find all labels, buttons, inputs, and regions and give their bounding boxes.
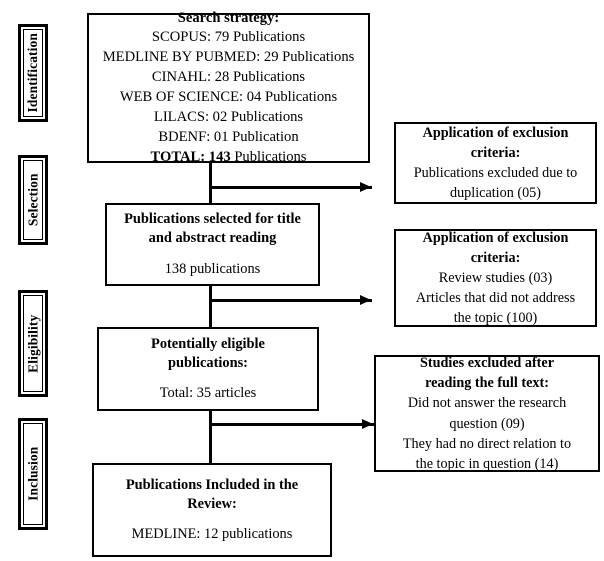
box-exclusion-fulltext: Studies excluded after reading the full … [374, 355, 600, 472]
exclusion-3-reason-1-line-2: question (09) [449, 415, 525, 432]
stage-label-identification-frame: Identification [23, 29, 43, 117]
exclusion-1-heading-line-1: Application of exclusion [422, 124, 569, 141]
search-source-cinahl: CINAHL: 28 Publications [151, 69, 306, 86]
connector-search-to-selected [209, 162, 212, 204]
search-source-lilacs: LILACS: 02 Publications [153, 108, 304, 125]
search-total-label: TOTAL: 143 [150, 148, 231, 165]
stage-label-identification: Identification [18, 24, 48, 122]
stage-label-selection-text: Selection [25, 173, 41, 227]
search-total-line: TOTAL: 143 Publications [95, 148, 362, 168]
box-exclusion-screening: Application of exclusion criteria: Revie… [394, 229, 597, 327]
exclusion-2-heading-line-1: Application of exclusion [422, 229, 569, 246]
stage-label-eligibility: Eligibility [18, 290, 48, 397]
eligible-heading-line-1: Potentially eligible [151, 335, 265, 352]
exclusion-3-heading-line-1: Studies excluded after [420, 355, 554, 372]
box-exclusion-duplication: Application of exclusion criteria: Publi… [394, 122, 597, 204]
stage-label-inclusion-frame: Inclusion [23, 423, 43, 525]
exclusion-1-reason-1-line-2: duplication (05) [449, 185, 541, 202]
eligible-count-line: Total: 35 articles [159, 385, 257, 402]
exclusion-2-reason-2-line-2: the topic (100) [453, 310, 538, 327]
arrowhead-to-exclusion-1 [360, 182, 371, 192]
selected-heading-line-2: and abstract reading [148, 230, 277, 247]
exclusion-2-heading-line-2: criteria: [470, 249, 521, 266]
connector-branch-to-exclusion-3 [209, 423, 374, 426]
exclusion-1-reason-1-line-1: Publications excluded due to [413, 165, 578, 181]
stage-label-inclusion-text: Inclusion [25, 446, 41, 502]
included-heading-line-1: Publications Included in the [125, 476, 299, 493]
box-publications-selected: Publications selected for title and abst… [105, 203, 320, 286]
included-count-line: MEDLINE: 12 publications [131, 526, 293, 543]
eligible-heading-line-2: publications: [168, 354, 248, 371]
exclusion-2-reason-2-line-1: Articles that did not address [415, 290, 576, 307]
arrowhead-to-exclusion-3 [362, 419, 373, 429]
arrowhead-to-exclusion-2 [360, 295, 371, 305]
included-heading-line-2: Review: [187, 495, 237, 512]
exclusion-3-heading-line-2: reading the full text: [425, 375, 549, 392]
connector-eligible-to-included [209, 411, 212, 463]
search-strategy-heading: Search strategy: [177, 9, 280, 26]
stage-label-eligibility-text: Eligibility [25, 314, 41, 373]
selected-heading-line-1: Publications selected for title [124, 211, 301, 228]
box-potentially-eligible: Potentially eligible publications: Total… [97, 327, 319, 411]
search-source-medline: MEDLINE BY PUBMED: 29 Publications [102, 49, 355, 66]
box-search-strategy: Search strategy: SCOPUS: 79 Publications… [87, 10, 370, 165]
exclusion-3-reason-2-line-1: They had no direct relation to [402, 435, 572, 452]
exclusion-3-reason-2-line-2: the topic in question (14) [415, 455, 559, 472]
search-source-bdenf: BDENF: 01 Publication [158, 128, 299, 145]
exclusion-1-heading-line-2: criteria: [470, 144, 521, 161]
search-total-suffix: Publications [230, 148, 307, 165]
box-publications-included: Publications Included in the Review: MED… [92, 463, 332, 557]
exclusion-3-reason-1-line-1: Did not answer the research [407, 395, 567, 412]
stage-label-identification-text: Identification [25, 33, 41, 113]
connector-branch-to-exclusion-1 [209, 186, 372, 189]
selected-count-line: 138 publications [164, 260, 261, 277]
stage-label-selection: Selection [18, 155, 48, 245]
search-source-scopus: SCOPUS: 79 Publications [151, 29, 306, 46]
connector-selected-to-eligible [209, 285, 212, 327]
stage-label-inclusion: Inclusion [18, 418, 48, 530]
exclusion-2-reason-1: Review studies (03) [438, 269, 553, 286]
stage-label-selection-frame: Selection [23, 160, 43, 240]
search-source-web-of-science: WEB OF SCIENCE: 04 Publications [119, 89, 338, 105]
stage-label-eligibility-frame: Eligibility [23, 295, 43, 392]
connector-branch-to-exclusion-2 [209, 299, 372, 302]
